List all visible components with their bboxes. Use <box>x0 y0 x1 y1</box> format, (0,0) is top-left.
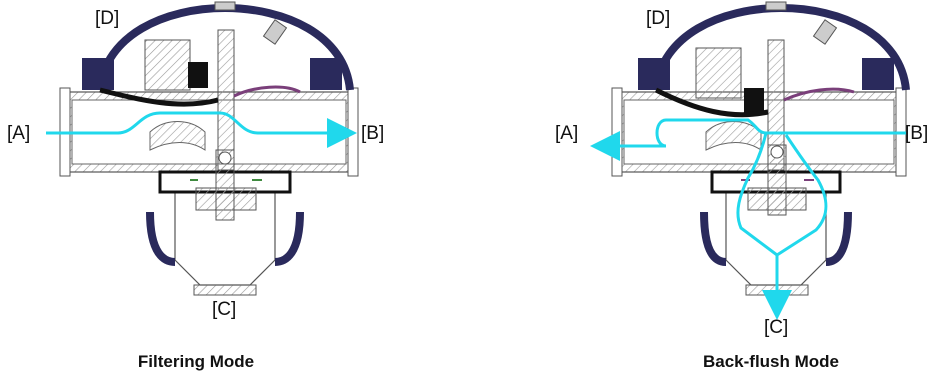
mode-caption-filtering: Filtering Mode <box>137 352 255 371</box>
diaphragm-cover <box>82 1 354 171</box>
flow-path-b-to-c-right <box>776 134 828 257</box>
valve-cross-section-backflush <box>590 1 910 320</box>
flow-path-b-to-a <box>590 118 906 161</box>
port-label-d: [D] <box>646 8 671 29</box>
lower-drain-bowl <box>700 144 852 296</box>
port-label-a: [A] <box>555 123 579 144</box>
valve-cross-section-filtering <box>46 1 359 296</box>
port-label-b: [B] <box>361 123 385 144</box>
port-label-d: [D] <box>95 8 120 29</box>
diaphragm-cover <box>638 1 910 171</box>
port-label-c: [C] <box>764 317 789 338</box>
mode-caption-backflush: Back-flush Mode <box>702 352 840 371</box>
panel-filtering-mode: [A] [B] [C] [D] Filtering Mode <box>0 0 466 380</box>
lower-drain-bowl <box>146 149 304 296</box>
port-label-a: [A] <box>7 123 31 144</box>
port-label-c: [C] <box>212 299 237 320</box>
flow-path-b-to-c-left <box>736 132 778 257</box>
panel-backflush-mode: [A] [B] [C] [D] Back-flush Mode <box>466 0 933 380</box>
flow-path-a-to-b <box>46 111 357 148</box>
port-label-b: [B] <box>905 123 929 144</box>
